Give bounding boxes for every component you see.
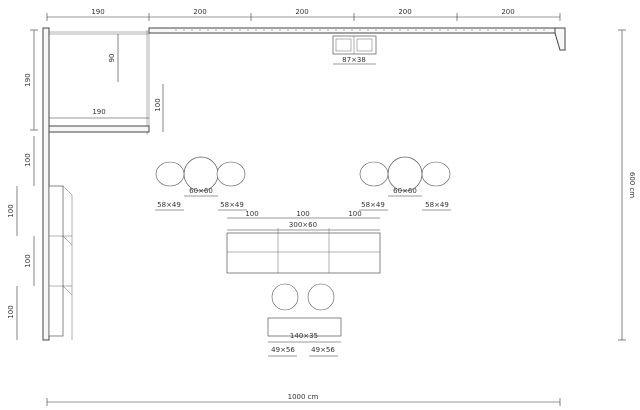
bench: 140×35 49×56 49×56 (267, 317, 342, 357)
left-shelving (48, 185, 73, 340)
dim-chair-left-b: 58×49 (220, 201, 244, 209)
dim-chair-left-a: 58×49 (157, 201, 181, 209)
chair-left-a (155, 161, 185, 187)
dim-left-100-b: 100 (7, 204, 15, 217)
left-dimension-line: 190 100 100 100 100 (7, 29, 38, 340)
dim-left-100-c: 100 (24, 254, 32, 267)
dim-table-right: 60×60 (393, 187, 417, 195)
dim-armchair-b: 49×56 (311, 346, 335, 354)
dim-cabinet: 87×38 (342, 56, 366, 64)
dining-set-right: 60×60 58×49 58×49 (359, 156, 451, 211)
dim-top-200-a: 200 (193, 8, 206, 16)
dim-bench: 140×35 (290, 332, 318, 340)
dim-left-100-a: 100 (24, 153, 32, 166)
dim-box-90: 90 (108, 54, 116, 63)
dim-top-200-d: 200 (501, 8, 514, 16)
chair-left-b (216, 161, 246, 187)
dim-sofa-seg-c: 100 (348, 210, 361, 218)
dim-top-200-b: 200 (295, 8, 308, 16)
chair-right-a (359, 161, 389, 187)
chair-right-b (421, 161, 451, 187)
cabinet: 87×38 (332, 35, 377, 65)
dim-top-200-c: 200 (398, 8, 411, 16)
armchairs (271, 283, 335, 311)
round-table-right (387, 156, 423, 192)
bottom-dimension-line: 1000 cm (46, 393, 561, 406)
top-dimension-line: 190 200 200 200 200 (46, 8, 561, 21)
right-dimension-line: 600 cm (618, 29, 636, 341)
dining-set-left: 60×60 58×49 58×49 (155, 156, 247, 211)
armchair-a (271, 283, 299, 311)
dim-top-190: 190 (91, 8, 104, 16)
dim-table-left: 60×60 (189, 187, 213, 195)
dim-left-100-d: 100 (7, 305, 15, 318)
dim-box-190: 190 (92, 108, 105, 116)
dim-armchair-a: 49×56 (271, 346, 295, 354)
room-box: 90 190 100 (42, 27, 164, 341)
top-wall (146, 27, 566, 135)
round-table-left (183, 156, 219, 192)
dim-box-100: 100 (154, 98, 162, 111)
dim-sofa-seg-b: 100 (296, 210, 309, 218)
armchair-b (307, 283, 335, 311)
sofa: 100 100 100 300×60 (226, 210, 381, 274)
dim-total-height: 600 cm (628, 172, 636, 198)
dim-chair-right-a: 58×49 (361, 201, 385, 209)
dim-sofa: 300×60 (289, 221, 317, 229)
dim-chair-right-b: 58×49 (425, 201, 449, 209)
dim-sofa-seg-a: 100 (245, 210, 258, 218)
dim-total-width: 1000 cm (288, 393, 319, 401)
dim-left-190: 190 (24, 73, 32, 86)
